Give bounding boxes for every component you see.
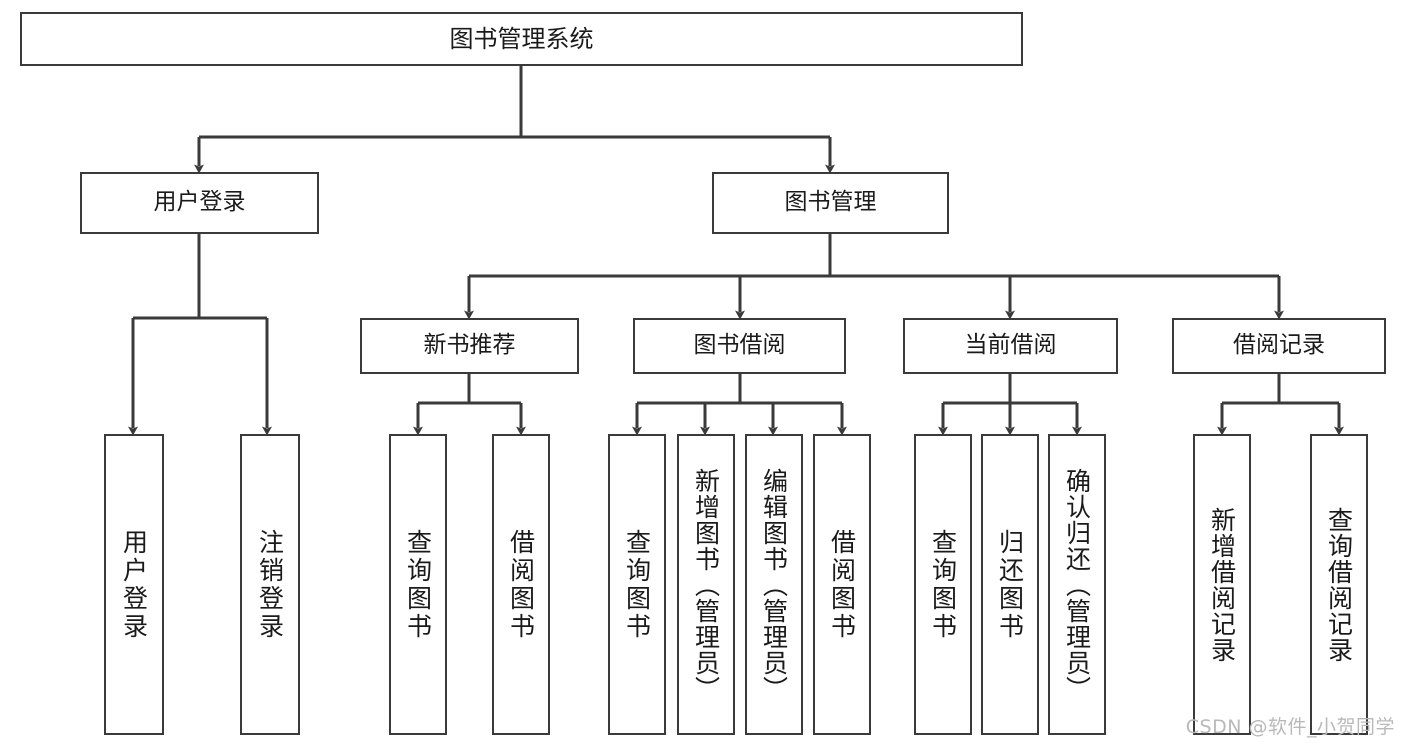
- node-label: 查询图书: [928, 528, 958, 641]
- node-book-borrow[interactable]: 图书借阅: [633, 318, 846, 374]
- node-leaf-edit-book[interactable]: 编辑图书（管理员）: [745, 434, 803, 735]
- node-label: 查询借阅记录: [1324, 506, 1354, 663]
- node-leaf-add-record[interactable]: 新增借阅记录: [1193, 434, 1251, 735]
- node-label: 查询图书: [622, 528, 652, 641]
- node-label: 用户登录: [119, 528, 149, 641]
- node-leaf-user-logout[interactable]: 注销登录: [240, 434, 300, 735]
- node-label: 新增图书（管理员）: [691, 467, 721, 702]
- node-label: 注销登录: [255, 528, 285, 641]
- node-label: 借阅记录: [1233, 332, 1325, 359]
- node-label: 图书管理系统: [449, 24, 594, 53]
- node-label: 确认归还（管理员）: [1062, 467, 1092, 702]
- node-leaf-query-book-2[interactable]: 查询图书: [608, 434, 666, 735]
- node-leaf-user-login[interactable]: 用户登录: [104, 434, 164, 735]
- node-new-book-recommend[interactable]: 新书推荐: [360, 318, 579, 374]
- watermark-text: CSDN @软件_小贺同学: [1185, 716, 1395, 738]
- node-book-management[interactable]: 图书管理: [712, 172, 949, 234]
- node-current-borrow[interactable]: 当前借阅: [903, 318, 1118, 374]
- node-root-book-management-system[interactable]: 图书管理系统: [20, 12, 1023, 66]
- node-label: 当前借阅: [964, 332, 1057, 359]
- node-label: 借阅图书: [827, 528, 857, 641]
- node-label: 图书管理: [784, 189, 877, 216]
- node-leaf-query-book-3[interactable]: 查询图书: [914, 434, 972, 735]
- node-label: 图书借阅: [693, 332, 786, 359]
- node-user-login[interactable]: 用户登录: [80, 172, 319, 234]
- node-label: 编辑图书（管理员）: [759, 467, 789, 702]
- node-label: 归还图书: [995, 528, 1025, 641]
- node-borrow-record[interactable]: 借阅记录: [1172, 318, 1386, 374]
- node-label: 借阅图书: [506, 528, 536, 641]
- node-label: 用户登录: [153, 189, 246, 216]
- node-leaf-return-book[interactable]: 归还图书: [981, 434, 1039, 735]
- node-leaf-borrow-book-1[interactable]: 借阅图书: [492, 434, 550, 735]
- node-label: 新书推荐: [423, 332, 516, 359]
- node-label: 新增借阅记录: [1207, 506, 1237, 663]
- node-leaf-borrow-book-2[interactable]: 借阅图书: [813, 434, 871, 735]
- node-leaf-add-book[interactable]: 新增图书（管理员）: [677, 434, 735, 735]
- node-leaf-query-book-1[interactable]: 查询图书: [389, 434, 447, 735]
- node-leaf-confirm-return[interactable]: 确认归还（管理员）: [1048, 434, 1106, 735]
- node-label: 查询图书: [403, 528, 433, 641]
- node-leaf-query-record[interactable]: 查询借阅记录: [1310, 434, 1368, 735]
